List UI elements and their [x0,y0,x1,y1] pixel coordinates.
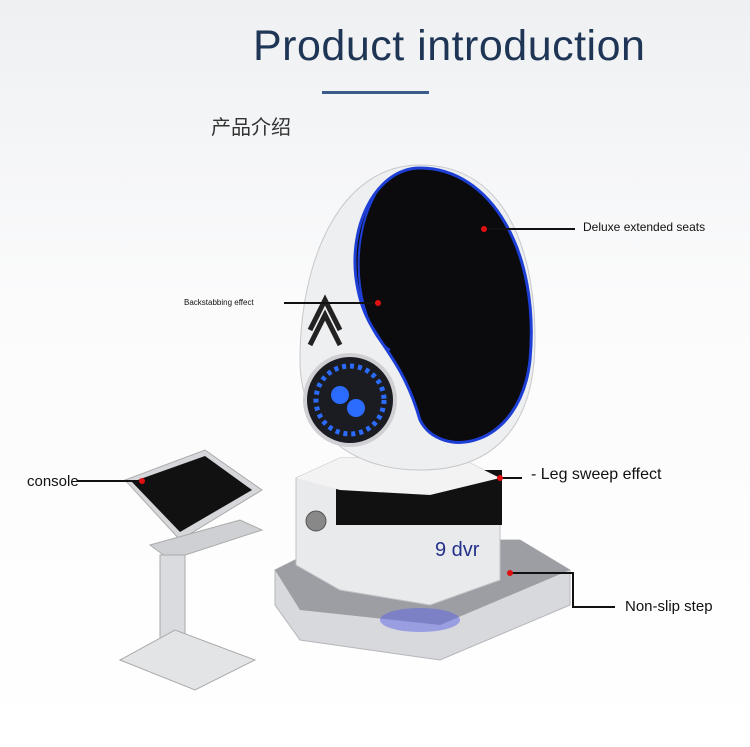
page-title: Product introduction [253,22,646,70]
pedestal [295,457,502,606]
model-label: 9 dvr [435,539,480,561]
callout-backstabbing: Backstabbing effect [184,298,254,307]
callout-leg-sweep: - Leg sweep effect [531,466,662,483]
egg-seat [299,164,536,471]
callout-console: console [27,473,79,490]
title-underline [322,91,429,94]
callout-markers [139,226,513,576]
page-subtitle: 产品介绍 [211,117,291,139]
console-stand [118,449,264,691]
callout-seats: Deluxe extended seats [583,220,706,234]
callout-step: Non-slip step [625,598,713,615]
